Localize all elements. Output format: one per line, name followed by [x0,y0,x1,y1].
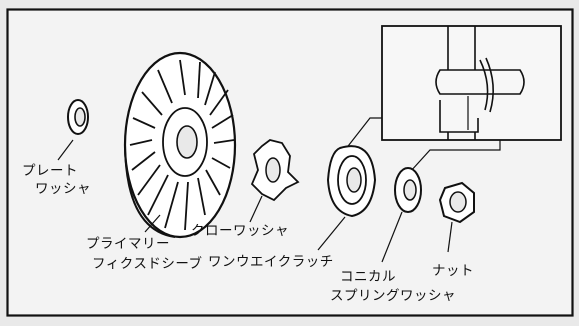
plate-washer-part [57,99,89,161]
claw-washer-part [249,139,300,223]
nut-label: ナット [432,263,474,279]
inset-leader-line [344,117,382,151]
inset-leader-line-2 [409,140,501,173]
conical-spring-washer-part [381,167,422,263]
conical-washer-label-1: コニカル [340,269,396,285]
one-way-clutch-label: ワンウエイクラッチ [208,254,334,270]
nut-part [438,181,475,253]
plate-washer-label-1: プレート [22,163,78,179]
primary-fixed-sheave-part [123,51,237,239]
inset-detail-box [381,25,562,141]
plate-washer-label-2: ワッシャ [35,181,91,197]
conical-washer-label-2: スプリングワッシャ [330,288,456,304]
primary-sheave-label-1: プライマリー [86,236,170,252]
one-way-clutch-part [317,145,377,251]
primary-sheave-label-2: フィクスドシーブ [92,256,203,272]
claw-washer-label: クローワッシャ [191,223,289,239]
